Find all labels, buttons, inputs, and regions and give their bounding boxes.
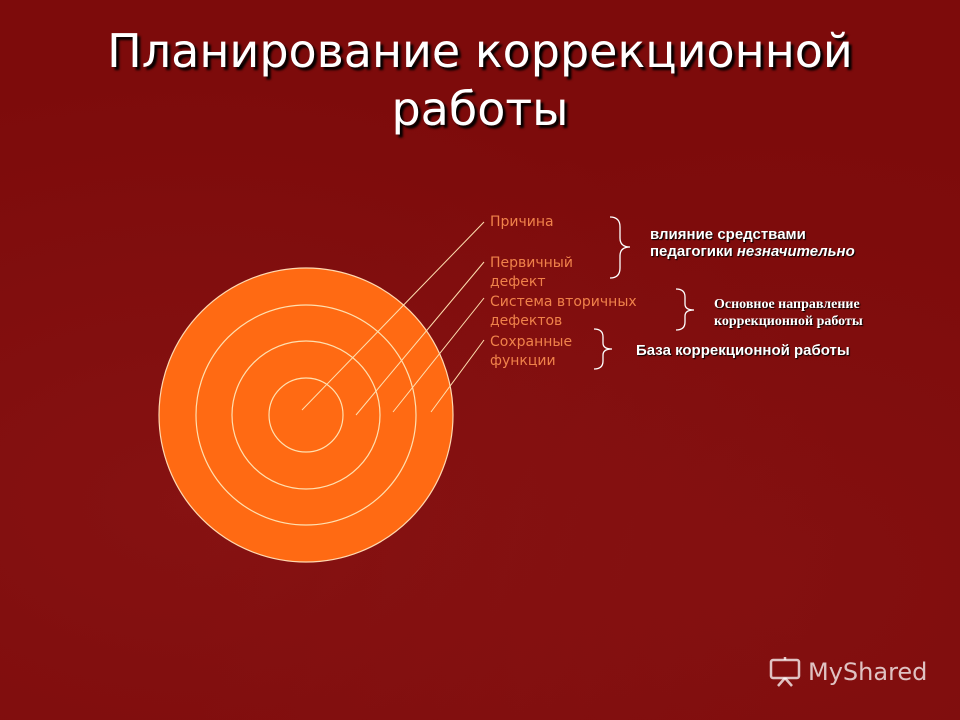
leader-line-secondary [392, 297, 485, 413]
brace-main-direction [675, 288, 695, 331]
title-line-2: работы [391, 82, 569, 136]
brace-base [593, 328, 613, 370]
label-primary-defect: Первичный дефект [490, 254, 573, 292]
note-main-direction: Основное направление коррекционной работ… [714, 296, 863, 330]
label-primary-defect-line-1: Первичный [490, 255, 573, 271]
watermark-text: MyShared [808, 658, 928, 686]
leader-line-primary [355, 261, 485, 416]
slide-title: Планирование коррекционной работы [0, 22, 960, 138]
label-preserved-functions-line-2: функции [490, 353, 556, 369]
label-preserved-functions: Сохранные функции [490, 333, 572, 371]
leader-line-cause [301, 221, 485, 411]
note-influence-line-2: педагогики незначительно [650, 243, 855, 260]
label-secondary-defects-line-2: дефектов [490, 313, 563, 329]
label-cause: Причина [490, 213, 554, 232]
ring-cause [268, 377, 344, 453]
title-line-1: Планирование коррекционной [107, 24, 853, 78]
presentation-board-icon [769, 657, 801, 687]
note-influence-emphasis: незначительно [736, 243, 855, 260]
label-secondary-defects: Система вторичных дефектов [490, 293, 637, 331]
outer-circle-preserved-functions [158, 267, 454, 563]
note-influence-line-1: влияние средствами [650, 226, 806, 243]
note-base: База коррекционной работы [636, 342, 850, 359]
ring-primary-defect [231, 340, 381, 490]
leader-line-preserved [430, 339, 485, 413]
note-main-direction-line-2: коррекционной работы [714, 314, 863, 329]
label-preserved-functions-line-1: Сохранные [490, 334, 573, 350]
label-secondary-defects-line-1: Система вторичных [490, 294, 637, 310]
label-cause-text: Причина [490, 214, 554, 230]
brace-influence [609, 216, 631, 279]
note-influence-prefix: педагогики [650, 243, 737, 260]
watermark: MyShared [768, 656, 927, 688]
ring-secondary-defects [195, 304, 417, 526]
note-main-direction-line-1: Основное направление [714, 297, 860, 312]
note-influence: влияние средствами педагогики незначител… [650, 226, 855, 260]
label-primary-defect-line-2: дефект [490, 274, 546, 290]
